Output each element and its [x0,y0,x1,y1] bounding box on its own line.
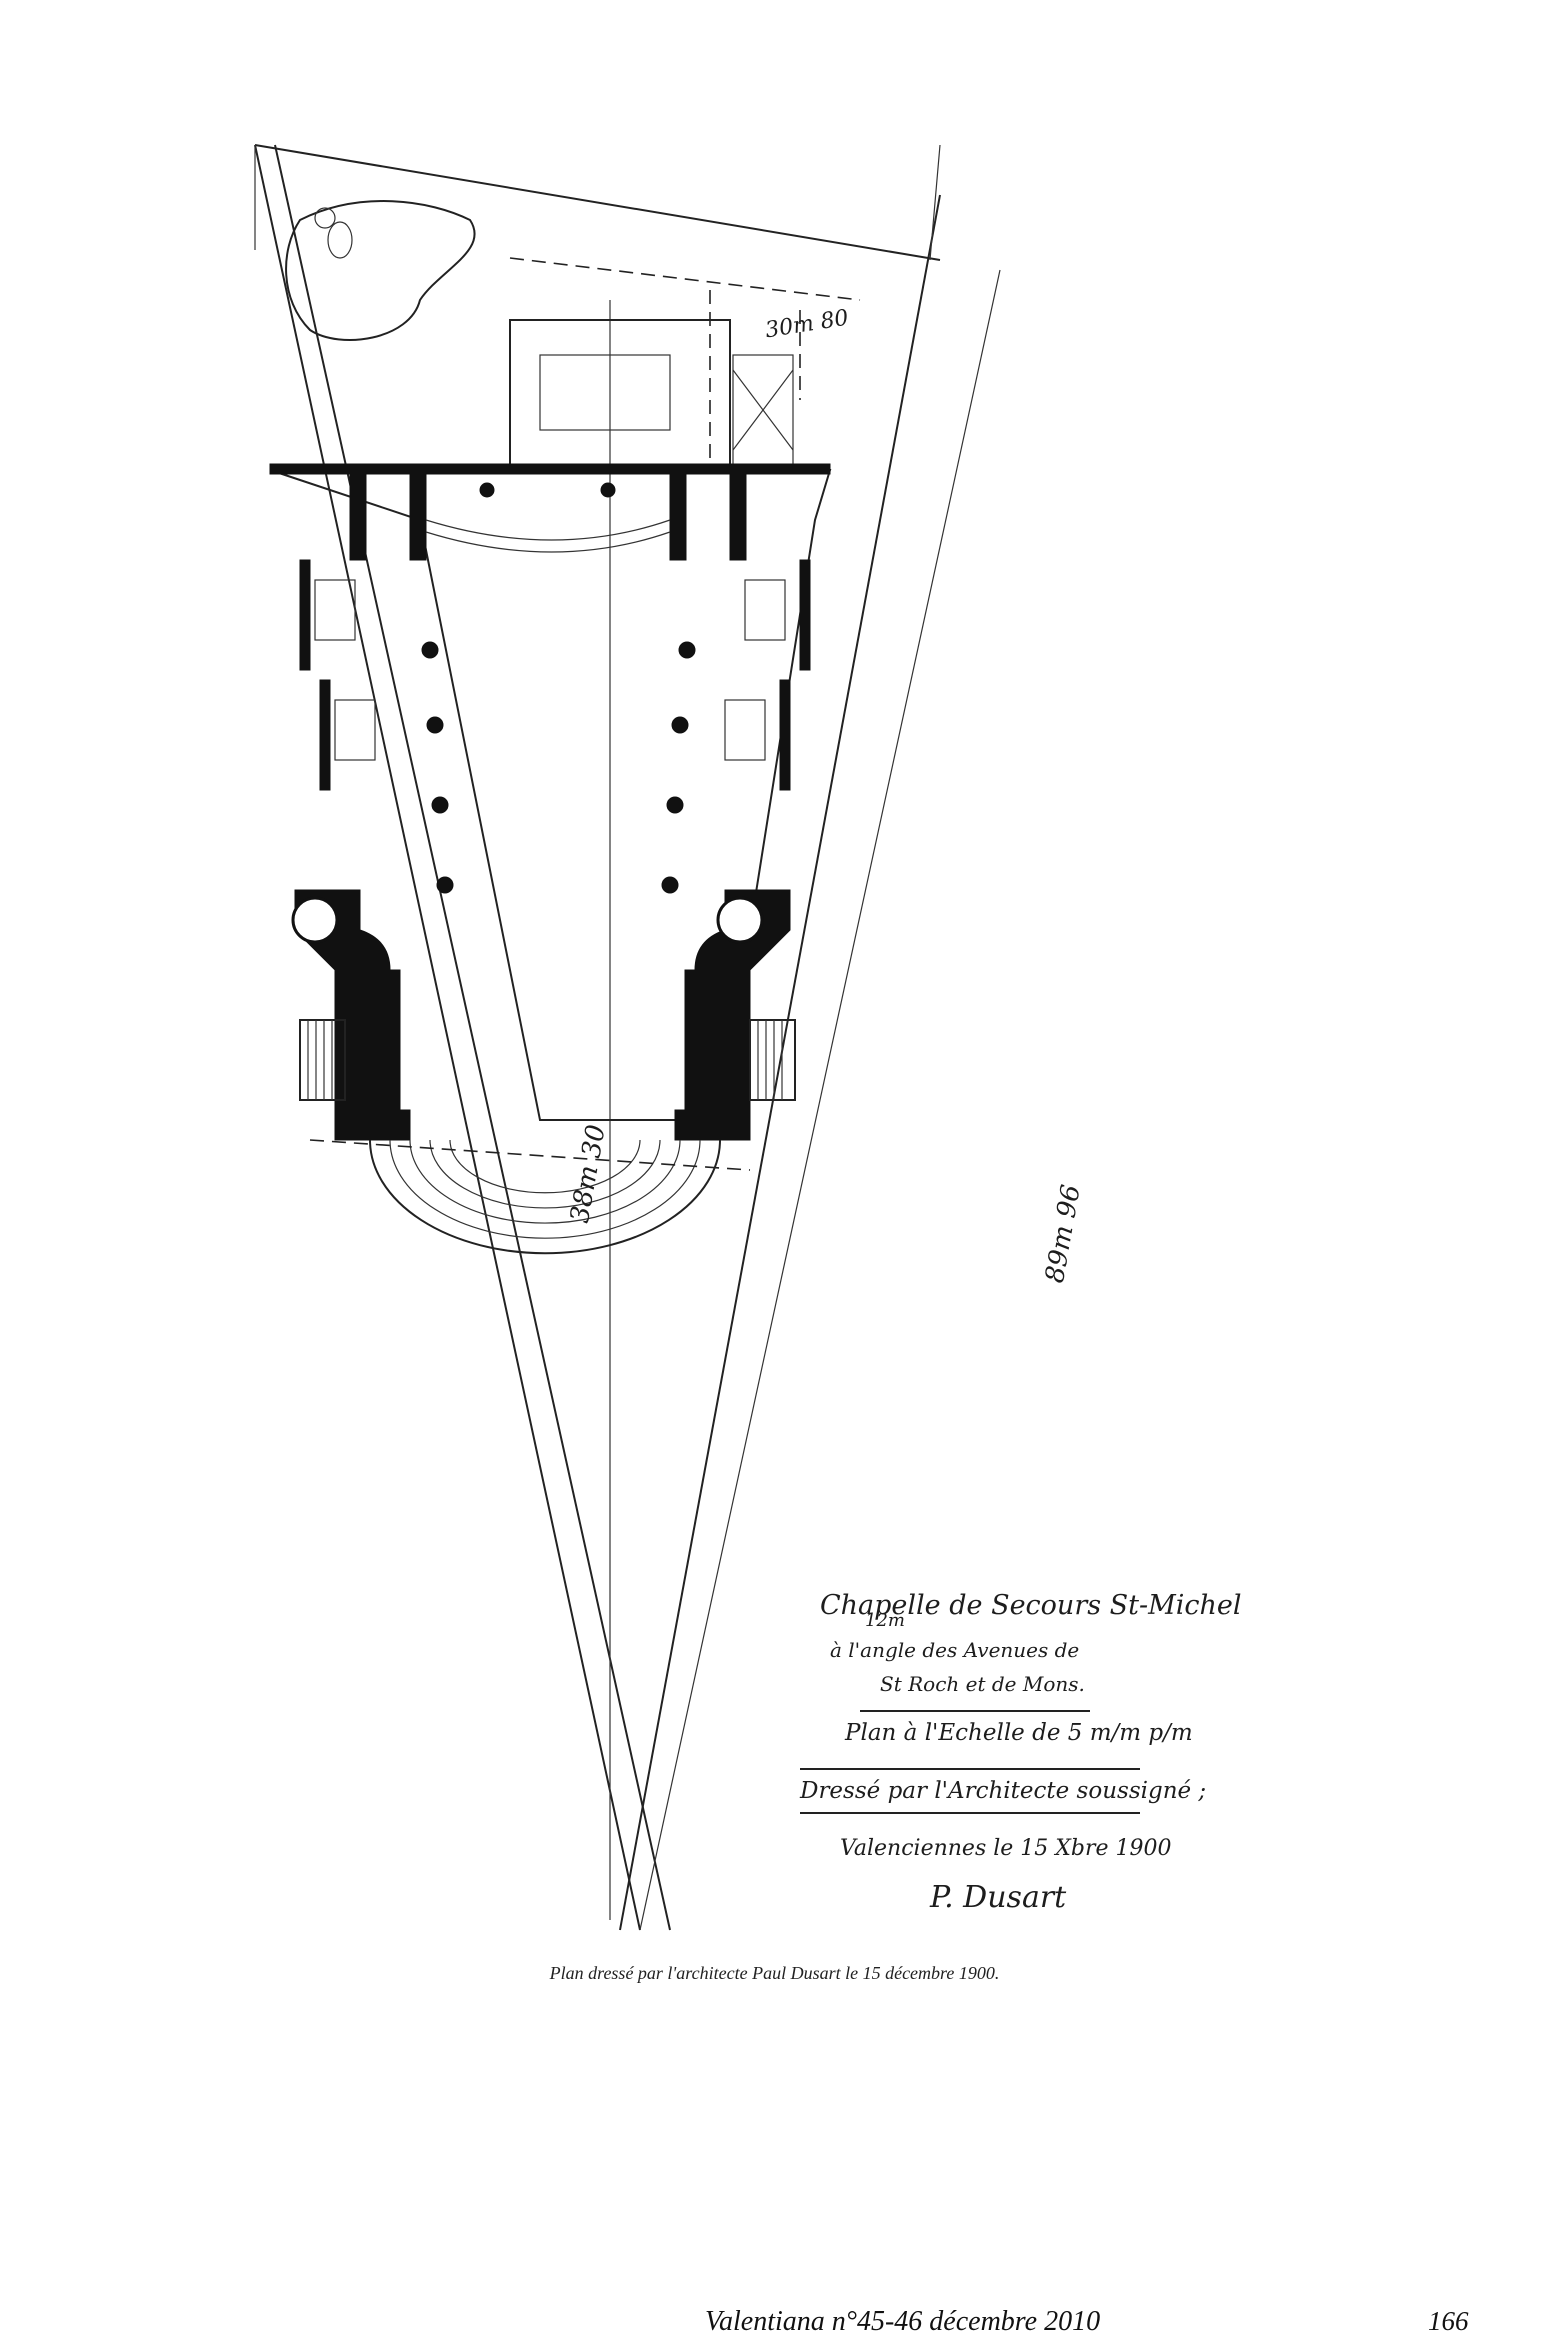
nave-columns [421,482,696,894]
divider [860,1710,1090,1712]
page-number: 166 [1428,2306,1469,2336]
cartouche-title: Chapelle de Secours St-Michel [820,1590,1242,1621]
cartouche-author-note: Dressé par l'Architecte soussigné ; [800,1778,1207,1804]
figure-caption: Plan dressé par l'architecte Paul Dusart… [549,1963,1000,1983]
divider [800,1812,1140,1814]
chapel-floor-plan [254,144,1001,1931]
cartouche-scale: Plan à l'Echelle de 5 m/m p/m [845,1720,1193,1746]
cartouche-date: Valenciennes le 15 Xbre 1900 [840,1836,1172,1861]
dimension-bottom: 12m [865,1610,905,1631]
floor-plan-drawing: 30m 80 38m 30 89m 96 12m [240,140,1200,1940]
divider [800,1768,1140,1770]
cartouche-streets: St Roch et de Mons. [880,1672,1085,1696]
title-cartouche: Chapelle de Secours St-Michel à l'angle … [800,1590,1242,1950]
cartouche-location: à l'angle des Avenues de [830,1638,1080,1662]
architect-signature: P. Dusart [930,1880,1067,1915]
publication-footer: Valentiana n°45-46 décembre 2010 [705,2306,1101,2337]
